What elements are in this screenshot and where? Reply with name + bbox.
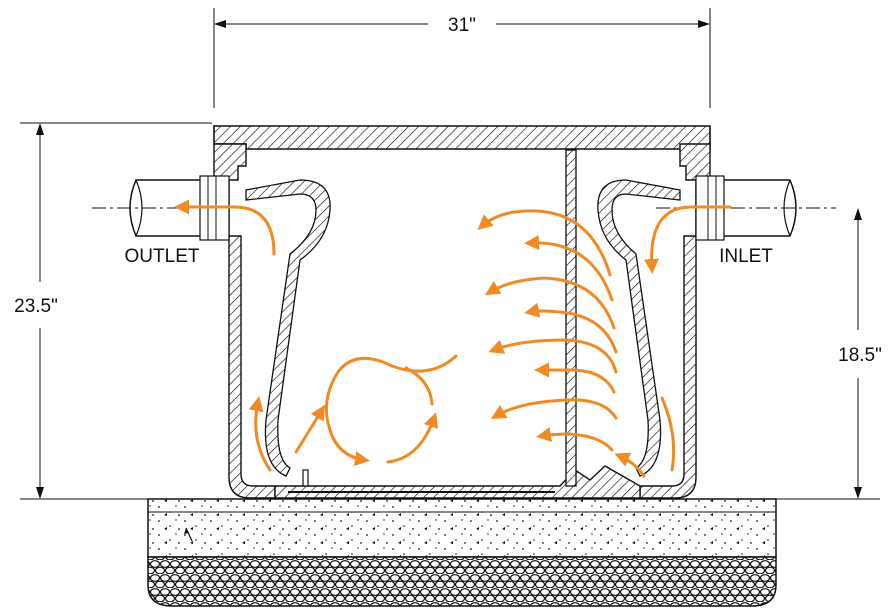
flow-arrow <box>488 338 618 374</box>
bottom-post <box>302 469 309 487</box>
flow-arrow <box>404 366 434 406</box>
flow-arrow <box>174 199 276 256</box>
inlet-label: INLET <box>719 246 773 267</box>
flow-arrow <box>248 396 272 472</box>
flow-arrow <box>324 354 458 467</box>
right-rim <box>679 143 711 181</box>
dimension-right <box>854 208 862 499</box>
flow-arrow <box>386 412 439 464</box>
width-dimension-label: 31" <box>448 15 476 36</box>
dimension-left <box>20 122 212 499</box>
height-dimension-label: 23.5" <box>14 296 58 317</box>
flow-arrow <box>536 427 614 452</box>
dimension-top <box>213 8 711 108</box>
gravel-bed <box>147 556 777 607</box>
flow-arrow <box>524 302 618 354</box>
flow-arrow <box>477 209 612 277</box>
tank-bottom <box>274 465 641 499</box>
outlet-height-dimension-label: 18.5" <box>838 345 882 366</box>
inlet-baffle <box>597 179 681 477</box>
outlet-baffle <box>245 179 331 477</box>
flow-arrows <box>174 199 732 478</box>
flow-arrow <box>660 396 676 472</box>
ground <box>20 498 880 607</box>
tank-lid <box>213 125 711 150</box>
flow-arrow <box>534 362 616 394</box>
flow-arrow <box>643 205 732 274</box>
flow-arrow <box>484 276 616 330</box>
left-rim <box>213 143 247 181</box>
outlet-label: OUTLET <box>125 246 200 267</box>
flow-arrow <box>614 452 646 478</box>
flow-arrow <box>524 235 614 302</box>
flow-arrow <box>490 398 618 420</box>
concrete-slab <box>147 498 777 558</box>
flow-arrow <box>294 404 326 454</box>
tank <box>213 125 711 499</box>
left-wall <box>228 235 276 499</box>
center-baffle <box>565 149 577 487</box>
